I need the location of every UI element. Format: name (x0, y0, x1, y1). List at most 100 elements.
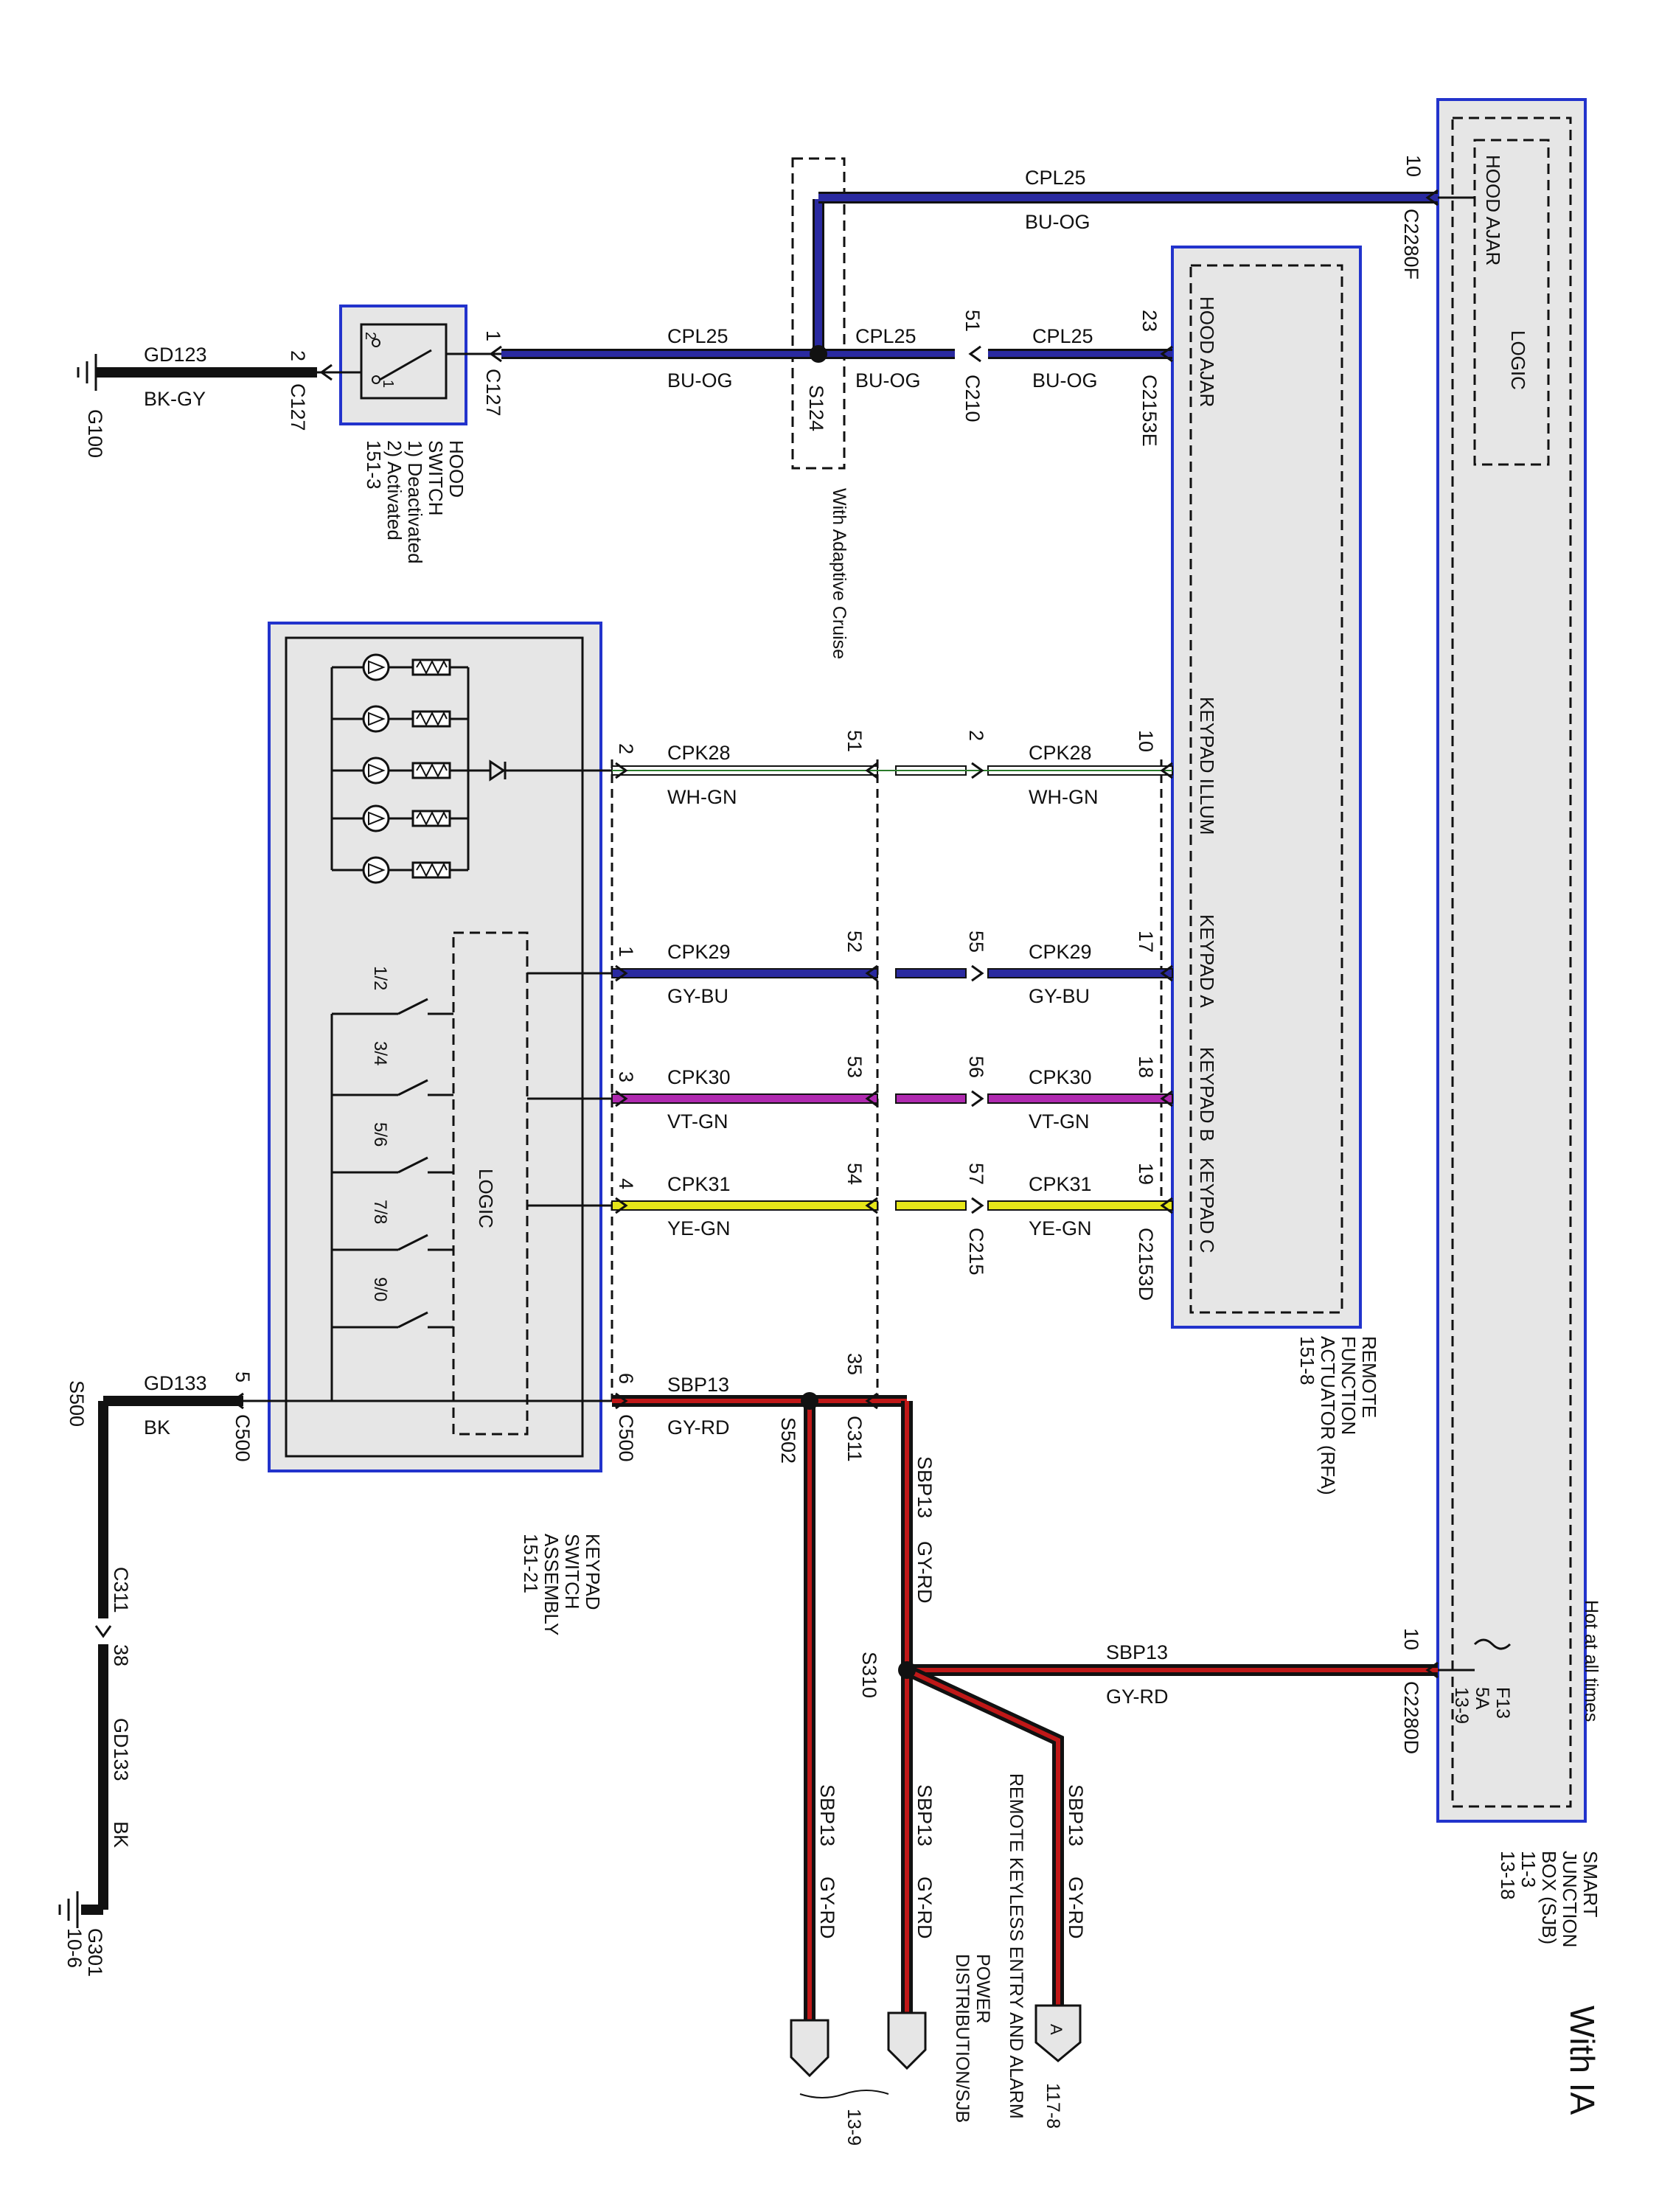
keypad-pin-4: 4 (615, 1178, 637, 1189)
destination-pd-arrow (887, 2011, 927, 2070)
wire-cpk28 (611, 765, 1173, 776)
svg-text:9/0: 9/0 (370, 1277, 390, 1301)
label-bu-og-b: BU-OG (855, 369, 921, 392)
hood-conn-right: C127 (482, 369, 504, 417)
label-gd123: GD123 (144, 344, 207, 366)
led-row (332, 856, 468, 884)
fuse-f13-symbol (1473, 1638, 1512, 1650)
label-cpk28-b: CPK28 (1029, 742, 1092, 764)
label-sbp13-v1: SBP13 (914, 1456, 936, 1518)
svg-text:2: 2 (362, 332, 378, 340)
ground-g301-icon (58, 1891, 79, 1928)
sjb-conn-top: C2280F (1400, 209, 1422, 279)
label-bu-og-a: BU-OG (667, 369, 733, 392)
s124-label: S124 (805, 385, 827, 431)
label-gd133-h: GD133 (144, 1372, 207, 1394)
svg-text:10: 10 (1135, 730, 1157, 752)
svg-text:13-18: 13-18 (1497, 1851, 1519, 1900)
hood-pin-left: 2 (287, 350, 309, 361)
svg-text:3/4: 3/4 (370, 1041, 390, 1065)
connector-arrows (94, 189, 1439, 1679)
svg-text:SBP13: SBP13 (816, 1784, 838, 1846)
rfa-name-label: REMOTE FUNCTION ACTUATOR (RFA) 151-8 (1296, 1336, 1380, 1495)
svg-text:18: 18 (1135, 1056, 1157, 1078)
svg-text:11-3: 11-3 (1517, 1851, 1540, 1888)
led-row (332, 653, 468, 681)
label-cpl25-b: CPL25 (855, 325, 917, 347)
wire-cpk30 (611, 1093, 1173, 1104)
rfa-hood-ajar: HOOD AJAR (1196, 296, 1218, 407)
splice-s310 (898, 1661, 916, 1679)
label-gy-rd-v1: GY-RD (914, 1541, 936, 1604)
svg-text:55: 55 (965, 931, 987, 953)
g301-ref: 10-6 (63, 1928, 86, 1968)
keypad-logic: LOGIC (475, 1169, 497, 1228)
svg-text:GY-RD: GY-RD (816, 1877, 838, 1939)
svg-text:HOOD: HOOD (445, 440, 467, 498)
svg-text:REMOTE: REMOTE (1358, 1336, 1380, 1418)
sjb-conn-bottom: C2280D (1400, 1681, 1422, 1754)
pd-ref-label: 13-9 (844, 2109, 864, 2146)
svg-text:52: 52 (844, 931, 866, 953)
led-icon (362, 856, 390, 884)
led-icon (362, 757, 390, 785)
svg-text:SBP13: SBP13 (1065, 1784, 1087, 1846)
led-row (332, 757, 468, 785)
sjb-logic: LOGIC (1507, 330, 1529, 390)
splice-s124 (810, 345, 827, 363)
keypad-ground-pin: 5 (232, 1371, 254, 1382)
s502-label: S502 (777, 1417, 799, 1464)
svg-text:51: 51 (844, 730, 866, 752)
hood-conn-left: C127 (287, 383, 309, 431)
label-bk-v: BK (110, 1821, 132, 1848)
led-row (332, 804, 468, 832)
label-vt-gn-a: VT-GN (667, 1110, 728, 1133)
rfa-conn-d: C2153D (1135, 1228, 1157, 1301)
label-gy-bu-a: GY-BU (667, 985, 728, 1007)
g100-label: G100 (84, 409, 106, 458)
wire-cpl25 (501, 192, 1438, 363)
sjb-name-label: SMART JUNCTION BOX (SJB) 11-3 13-18 (1497, 1851, 1601, 1947)
svg-text:17: 17 (1135, 931, 1157, 953)
svg-text:54: 54 (844, 1163, 866, 1185)
label-cpl25-a: CPL25 (667, 325, 728, 347)
rfa-keypad-c: KEYPAD C (1196, 1158, 1218, 1253)
fuse-ref-label: 13-9 (1451, 1687, 1472, 1724)
led-icon (362, 705, 390, 733)
svg-text:2: 2 (965, 730, 987, 741)
svg-text:19: 19 (1135, 1163, 1157, 1185)
rke-alarm-label: REMOTE KEYLESS ENTRY AND ALARM (1006, 1773, 1026, 2119)
resistor-icon (411, 658, 451, 676)
keypad-name-label: KEYPAD SWITCH ASSEMBLY 151-21 (520, 1534, 604, 1635)
destination-s502-arrow (790, 2019, 830, 2078)
svg-text:151-21: 151-21 (520, 1534, 542, 1593)
label-cpk29-a: CPK29 (667, 941, 731, 963)
keypad-conn-c500: C500 (615, 1414, 637, 1462)
pd-label-1: POWER (973, 1954, 993, 2023)
label-ye-gn-b: YE-GN (1029, 1217, 1092, 1239)
svg-text:1: 1 (380, 380, 396, 388)
wire-gd133 (81, 1396, 332, 1915)
s500-label: S500 (66, 1380, 88, 1427)
wire-sbp13 (612, 1392, 1438, 2020)
label-cpl25-c: CPL25 (1032, 325, 1093, 347)
fuse-f13-label: F13 (1492, 1687, 1513, 1719)
keypad-pin-6: 6 (615, 1373, 637, 1384)
a-ref-label: 117-8 (1043, 2083, 1063, 2129)
hot-at-all-times-label: Hot at all times (1581, 1600, 1601, 1722)
diagram-title: With IA (1563, 2006, 1601, 2115)
svg-text:SMART: SMART (1579, 1851, 1601, 1918)
label-cpk29-b: CPK29 (1029, 941, 1092, 963)
c210-label: C210 (961, 375, 984, 422)
led-icon (362, 804, 390, 832)
wire-cpk31 (611, 1200, 1173, 1211)
c311-pin-35: 35 (844, 1353, 866, 1375)
keypad-button-switch: 1/2 (332, 966, 453, 1015)
label-wh-gn-b: WH-GN (1029, 786, 1098, 808)
rfa-pin-23: 23 (1138, 310, 1161, 332)
smart-junction-box: HOOD AJAR LOGIC F13 5A 13-9 Hot at all t… (1436, 98, 1601, 1823)
c215-label: C215 (965, 1228, 987, 1276)
sjb-pin-top: 10 (1402, 155, 1425, 177)
s310-label: S310 (858, 1652, 880, 1698)
